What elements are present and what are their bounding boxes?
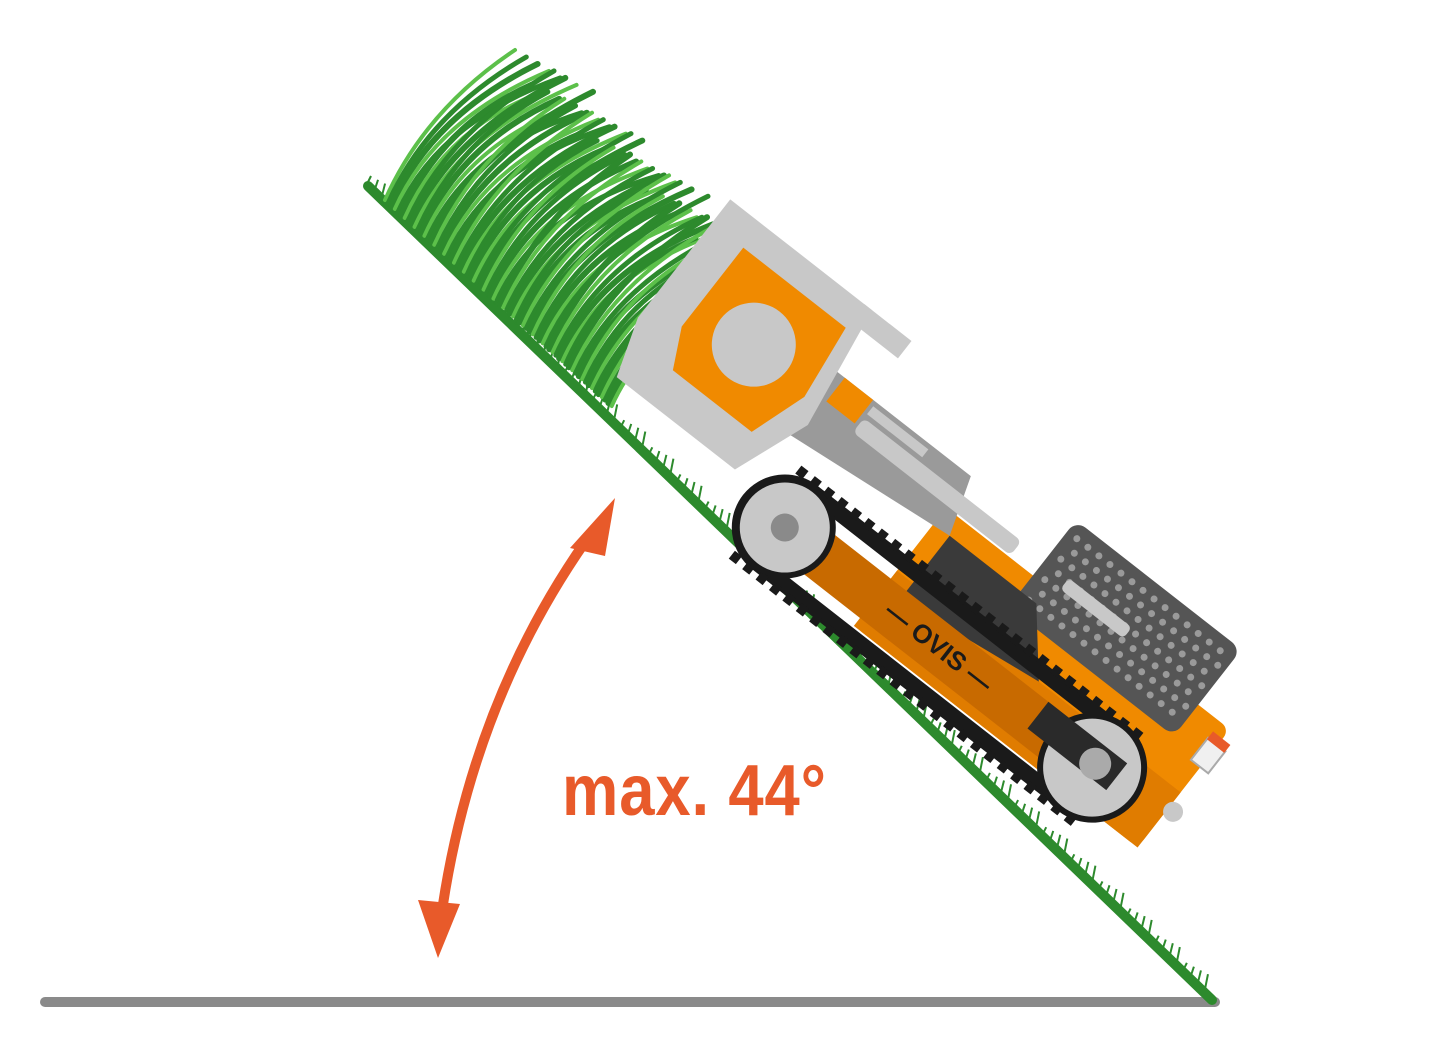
cutter-head [616,199,929,470]
slope-mower-icon: — OVIS — [616,199,1237,848]
mower-arm [779,359,1130,637]
angle-label: max. 44° [562,751,827,831]
grass-tuft-icon [383,48,776,409]
track-teeth [728,465,1144,826]
engine-grille [1025,535,1224,716]
angle-arrow-icon [418,498,615,958]
